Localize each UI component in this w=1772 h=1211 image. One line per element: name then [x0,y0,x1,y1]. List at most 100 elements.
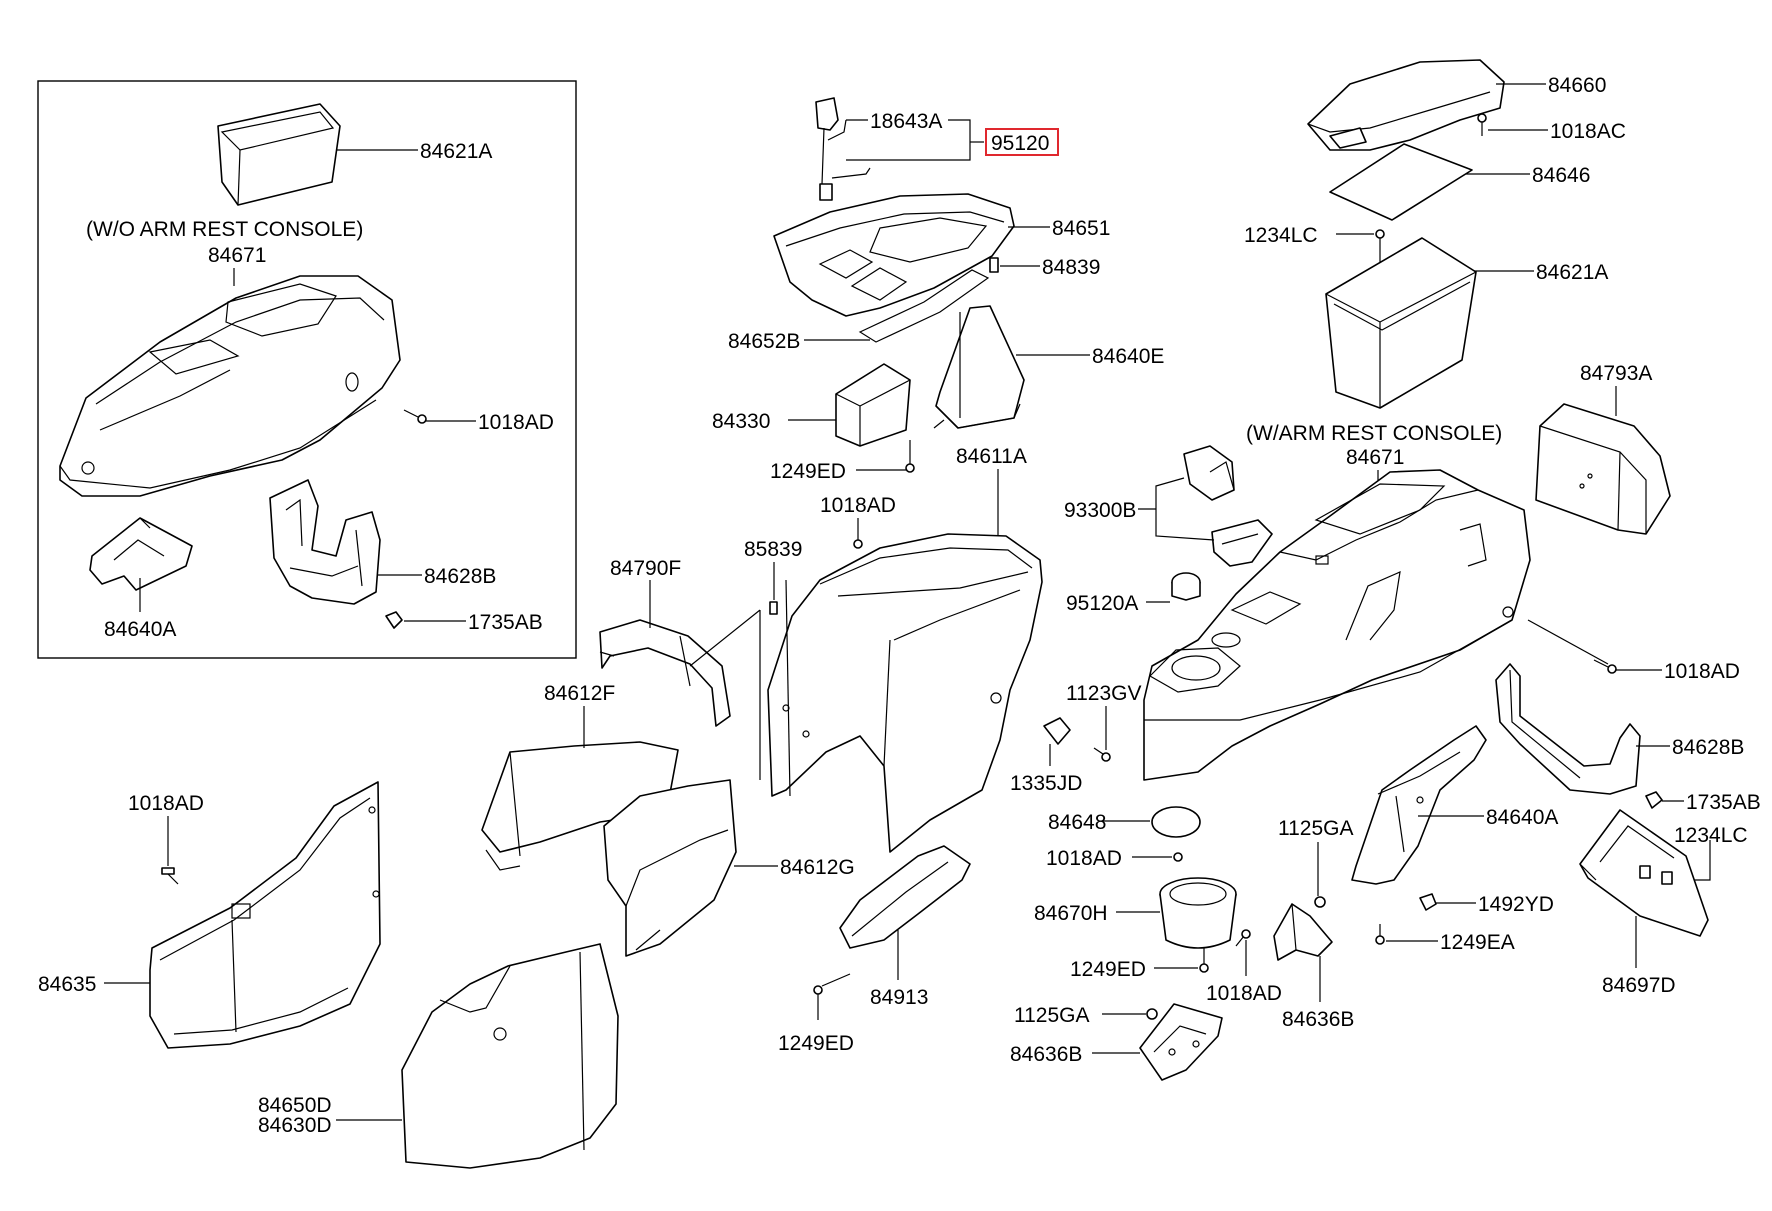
label-84630D: 84630D [258,1114,332,1137]
label-84670H: 84670H [1034,902,1108,925]
label-1018AD-box: 1018AD [478,411,554,434]
screw-1125GA-mid [1314,896,1326,908]
label-84650D: 84650D [258,1094,332,1117]
screw-1125GA-bottom [1146,1008,1158,1020]
label-1018AD-mid: 1018AD [820,494,896,517]
guide-84790F [689,609,761,780]
screw-1018AD-box [403,409,427,424]
console-84671-right [1143,469,1531,781]
bracket-84636B-bottom [1139,1003,1223,1081]
label-1123GV: 1123GV [1066,682,1142,705]
leader-1018AD-right-upper [1527,619,1609,665]
label-84330: 84330 [712,410,770,433]
console-84611A [767,533,1043,853]
without-armrest-inset-frame [37,80,577,659]
label-84640A-box: 84640A [104,618,176,641]
label-85839: 85839 [744,538,802,561]
bracket-84628B-box [269,479,381,605]
screw-1018AC [1477,113,1487,136]
label-1018AD-bracket: 1018AD [1206,982,1282,1005]
label-95120A: 95120A [1066,592,1138,615]
screw-1018AD-lower [161,867,179,885]
bracket-84636B-mid [1273,903,1333,961]
label-1125GA-bottom: 1125GA [1014,1004,1090,1027]
screw-1249ED-cup [1199,948,1209,973]
lower-panel-84650D-84630D [401,943,619,1169]
label-84612G: 84612G [780,856,855,879]
label-84793A: 84793A [1580,362,1652,385]
clip-85839 [769,601,778,615]
label-1492YD: 1492YD [1478,893,1554,916]
screw-1249ED-lower [813,985,823,1020]
socket-95120A [1171,572,1201,601]
side-panel-84635 [149,781,381,1049]
label-84635: 84635 [38,973,96,996]
ring-84648 [1151,806,1201,838]
cup-holder-84670H [1159,877,1237,949]
label-84621A-left: 84621A [420,140,492,163]
screw-1249EA [1375,924,1385,945]
screw-1018AD-right [1593,659,1617,674]
bracket-84790F [599,619,731,727]
label-84640E: 84640E [1092,345,1164,368]
screw-1249ED-top [905,440,915,473]
mat-84646 [1329,143,1473,221]
switch-93300B [1183,445,1273,567]
screw-1018AD-bracket [1235,929,1251,947]
label-84628B-box: 84628B [424,565,496,588]
bracket-84628B-right [1495,663,1641,795]
label-84839: 84839 [1042,256,1100,279]
label-84651: 84651 [1052,217,1110,240]
label-84628B-right: 84628B [1672,736,1744,759]
label-84660: 84660 [1548,74,1606,97]
label-1125GA-mid: 1125GA [1278,817,1354,840]
label-84648: 84648 [1048,811,1106,834]
leader-1234LC-right [1694,840,1711,881]
screw-1234LC-top [1375,229,1385,262]
label-84652B: 84652B [728,330,800,353]
label-84697D: 84697D [1602,974,1676,997]
leader-1249ED-lower [821,973,851,987]
label-84611A: 84611A [956,445,1027,468]
highlight-95120 [985,128,1059,156]
box-84793A [1535,403,1671,535]
label-84913: 84913 [870,986,928,1009]
label-84640A-right: 84640A [1486,806,1558,829]
clip-1735AB-right [1645,791,1663,809]
label-93300B: 93300B [1064,499,1136,522]
boot-84640E [933,305,1025,429]
label-18643A: 18643A [870,110,942,133]
clip-84839 [989,257,999,273]
label-1249ED-cup: 1249ED [1070,958,1146,981]
label-with-armrest-console: (W/ARM REST CONSOLE) [1246,422,1502,445]
label-1335JD: 1335JD [1010,772,1082,795]
trim-84913 [839,845,971,949]
label-1249ED-top: 1249ED [770,460,846,483]
label-84790F: 84790F [610,557,681,580]
console-84671-left [59,275,401,497]
cover-84651 [773,193,1015,317]
label-84636B-bottom: 84636B [1010,1043,1082,1066]
label-1735AB-box: 1735AB [468,611,543,634]
label-without-armrest-console: (W/O ARM REST CONSOLE) [86,218,363,241]
label-1249ED-lower: 1249ED [778,1032,854,1055]
label-95120: 95120 [991,132,1049,155]
label-84612F: 84612F [544,682,615,705]
label-1735AB-right: 1735AB [1686,791,1761,814]
label-84671-right: 84671 [1346,446,1404,469]
bracket-84640A-right [1351,725,1487,885]
label-1249EA: 1249EA [1440,931,1515,954]
label-84671-left: 84671 [208,244,266,267]
nut-1335JD [1043,717,1071,745]
screw-1123GV [1093,747,1111,762]
label-1018AC: 1018AC [1550,120,1626,143]
label-84621A-right: 84621A [1536,261,1608,284]
label-1018AD-lower: 1018AD [128,792,204,815]
label-1018AD-right: 1018AD [1664,660,1740,683]
leader-bracket-95120 [846,119,971,161]
panel-84612G [603,779,737,957]
screw-1018AD-mid [853,539,863,549]
label-1234LC-top: 1234LC [1244,224,1318,247]
gasket-84652B [858,269,990,343]
